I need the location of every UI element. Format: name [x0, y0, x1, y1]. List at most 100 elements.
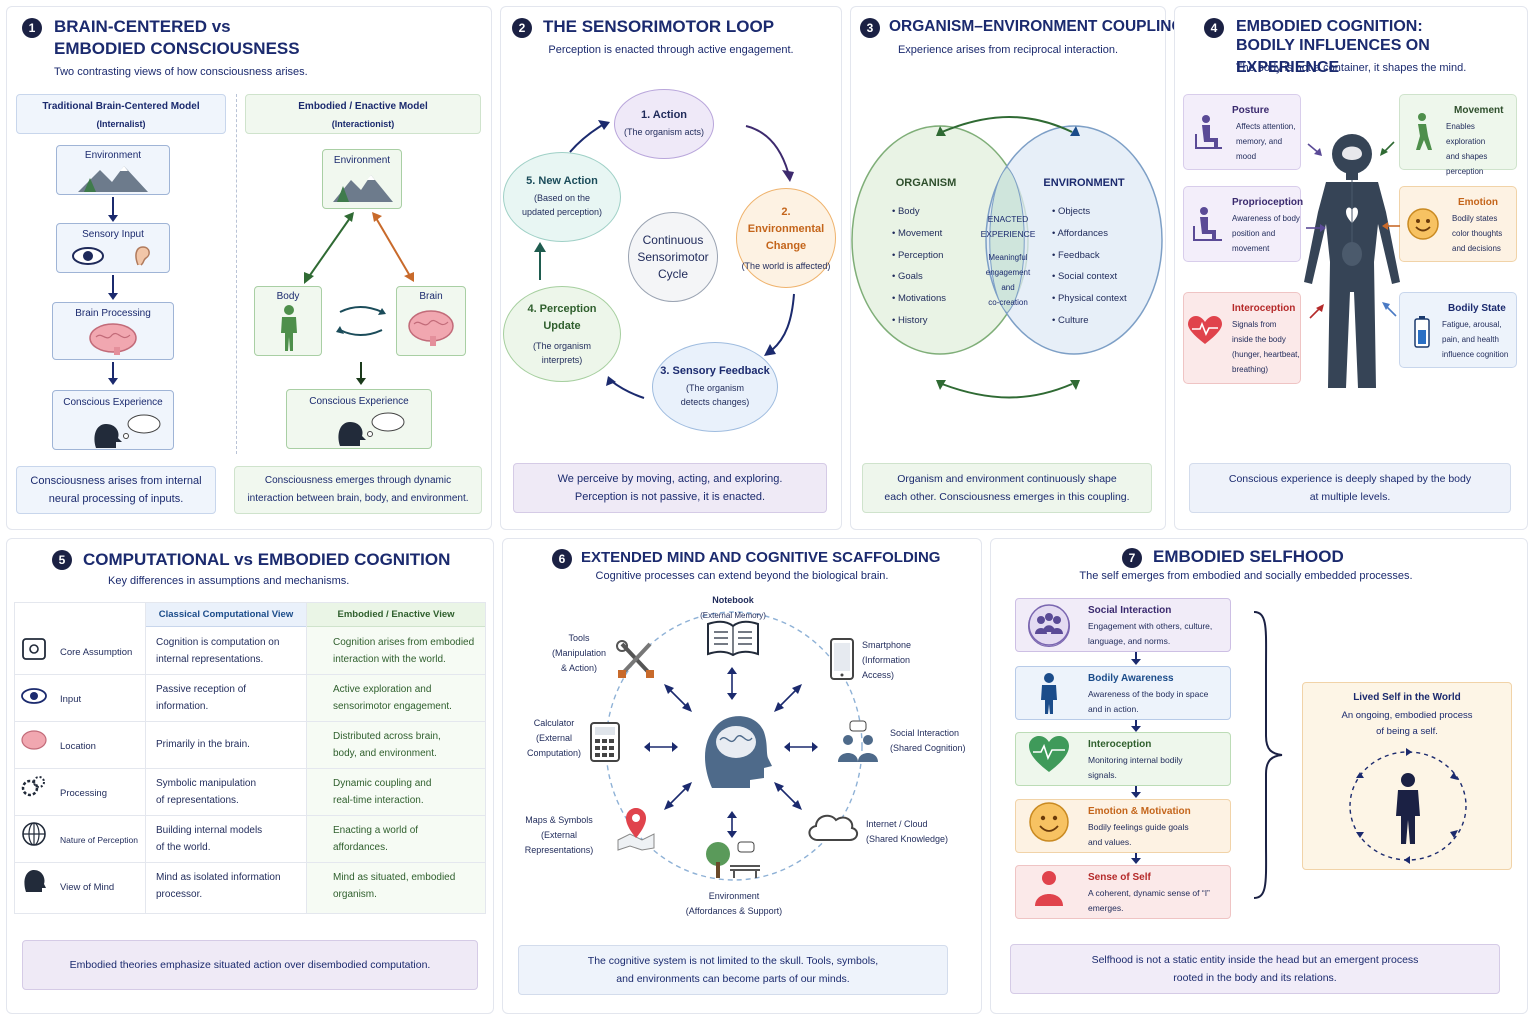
panel4-number: 4	[1204, 18, 1224, 38]
head-brain-icon	[705, 716, 772, 788]
environment-item: • Culture	[1052, 314, 1089, 326]
walking-icon	[1416, 113, 1432, 150]
panel7-note: Selfhood is not a static entity inside t…	[1010, 944, 1500, 994]
organism-item: • Perception	[892, 249, 944, 261]
smartphone-icon	[830, 638, 854, 680]
social-interaction-label: Social Interaction(Shared Cognition)	[890, 728, 966, 753]
panel3-number: 3	[860, 18, 880, 38]
mountain-icon	[78, 166, 148, 192]
environment-list: • Objects• Affordances• Feedback• Social…	[1052, 201, 1127, 332]
human-body-silhouette	[1304, 134, 1400, 388]
mountain-icon	[333, 175, 393, 202]
panel2-title: THE SENSORIMOTOR LOOP	[543, 17, 775, 36]
right-model-header-line1: Embodied / Enactive Model	[298, 101, 428, 112]
left-flow-arrows	[108, 197, 118, 385]
cloud-icon	[808, 814, 858, 841]
row-label: View of Mind	[60, 882, 115, 893]
row-label: Location	[60, 741, 96, 752]
lived-self-line1: An ongoing, embodied process	[1341, 710, 1473, 721]
organism-title: ORGANISM	[895, 177, 957, 189]
panel6-title: EXTENDED MIND AND COGNITIVE SCAFFOLDING	[581, 549, 941, 566]
left-conscious-label: Conscious Experience	[63, 397, 163, 408]
panel2-note: We perceive by moving, acting, and explo…	[513, 463, 827, 513]
battery-icon	[1414, 316, 1430, 348]
extended-mind-diagram	[605, 611, 863, 881]
environment-item: • Objects	[1052, 206, 1091, 217]
selfhood-brace	[1253, 611, 1283, 899]
right-model-header	[245, 94, 481, 134]
environment-item: • Social context	[1052, 271, 1118, 283]
model-divider	[236, 94, 237, 454]
left-model-header-line1: Traditional Brain-Centered Model	[42, 101, 200, 112]
organism-list: • Body• Movement• Perception• Goals• Mot…	[892, 201, 946, 332]
table-row	[14, 769, 486, 816]
panel3-subtitle: Experience arises from reciprocal intera…	[897, 44, 1119, 56]
calculator-icon	[590, 722, 620, 762]
col-classical-header	[146, 603, 306, 627]
loop-node-perception-update: 4. Perception Update(The organism interp…	[503, 286, 621, 382]
environment-item: • Physical context	[1052, 293, 1127, 305]
notebook-icon	[707, 620, 759, 657]
panel4-title-line1: EMBODIED COGNITION:	[1236, 18, 1423, 35]
col-embodied-header	[307, 603, 485, 627]
comparison-table	[14, 602, 486, 914]
organism-item: • Movement	[892, 227, 943, 239]
right-brain-label: Brain	[419, 291, 443, 302]
table-row	[14, 816, 486, 863]
posture-icon	[1195, 115, 1222, 149]
brain-icon	[89, 323, 137, 355]
left-model-header	[16, 94, 226, 134]
left-model-header-line2: (Internalist)	[96, 119, 146, 129]
row-label: Input	[60, 694, 82, 705]
loop-node-action: 1. Action(The organism acts)	[614, 89, 714, 159]
embodied-cell: Distributed across brain,body, and envir…	[333, 731, 441, 759]
left-sensory-box	[56, 223, 170, 273]
table-vline2	[306, 603, 307, 914]
right-environment-label: Environment	[333, 155, 391, 166]
selfhood-icons	[1028, 604, 1070, 906]
right-interaction-arrows	[304, 212, 414, 385]
panel5-note: Embodied theories emphasize situated act…	[22, 940, 478, 990]
left-sensory-label: Sensory Input	[82, 229, 144, 240]
overlap-desc3: and	[1001, 283, 1015, 292]
tree-bench-icon	[706, 841, 760, 878]
panel2-subtitle: Perception is enacted through active eng…	[548, 44, 794, 56]
row-label: Core Assumption	[60, 647, 133, 658]
loop-center-line2: Sensorimotor	[637, 250, 709, 264]
environment-title: ENVIRONMENT	[1043, 177, 1125, 189]
eye-icon	[72, 247, 104, 265]
panel4-subtitle: The body is not a container, it shapes t…	[1235, 62, 1467, 74]
panel7-subtitle: The self emerges from embodied and socia…	[1079, 570, 1413, 582]
smiley-icon	[1407, 208, 1439, 240]
tools-icon	[616, 640, 654, 678]
panel3-title: ORGANISM–ENVIRONMENT COUPLING	[889, 18, 1184, 35]
selfhood-flow-arrows	[1131, 652, 1141, 864]
environment-item: • Affordances	[1052, 227, 1108, 239]
lived-self-cycle	[1349, 748, 1467, 864]
ear-icon	[135, 246, 150, 266]
table-row	[14, 722, 486, 769]
overlap-title-line1: ENACTED	[987, 214, 1029, 224]
map-pin-icon	[617, 808, 655, 851]
left-note-line2: neural processing of inputs.	[48, 493, 184, 505]
panel6-number: 6	[552, 549, 572, 569]
right-note-line2: interaction between brain, body, and env…	[247, 493, 469, 504]
table-vline1	[145, 603, 146, 914]
loop-center-line1: Continuous	[642, 233, 704, 247]
loop-node-sensory-feedback: 3. Sensory Feedback(The organism detects…	[652, 342, 778, 432]
panel7-title: EMBODIED SELFHOOD	[1153, 547, 1344, 566]
person-icon	[281, 305, 297, 351]
panel7-number: 7	[1122, 548, 1142, 568]
loop-node-environmental-change: 2. Environmental Change(The world is aff…	[736, 188, 836, 288]
left-environment-label: Environment	[84, 150, 142, 161]
environment-label: Environment(Affordances & Support)	[685, 891, 783, 916]
brain-icon	[408, 310, 454, 346]
right-note-line1: Consciousness emerges through dynamic	[264, 475, 452, 486]
lived-self-line2: of being a self.	[1376, 726, 1438, 737]
